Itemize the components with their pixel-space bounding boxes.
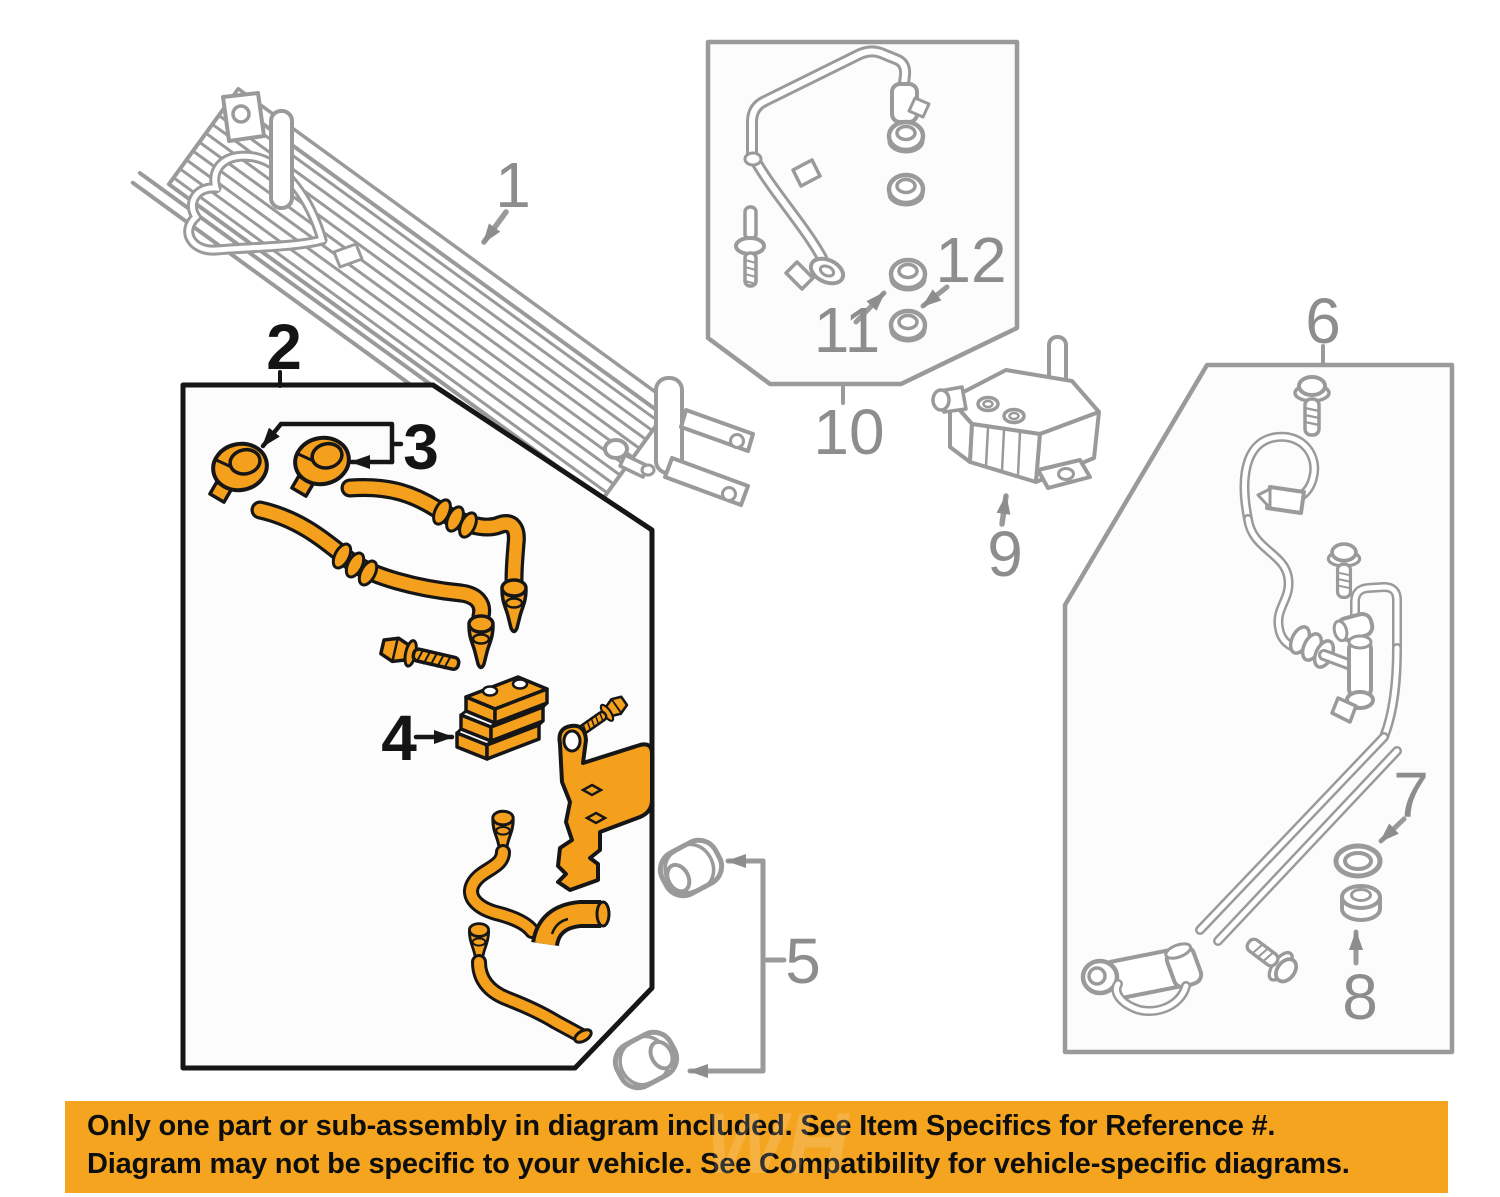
disclaimer-line-2: Diagram may not be specific to your vehi… xyxy=(87,1148,1350,1180)
tube-kit-box: 10 11 12 xyxy=(705,39,1020,468)
tube-flange xyxy=(808,256,846,286)
part-label-9: 9 xyxy=(987,518,1023,590)
stud-bolt-drawing xyxy=(743,205,758,241)
part-label-2: 2 xyxy=(266,311,302,383)
callout-arrow-1 xyxy=(481,209,509,245)
hose-kit-box-outline xyxy=(180,382,655,1071)
callout-arrow-12 xyxy=(920,284,950,309)
oil-cooler-drawing: 1 xyxy=(130,86,755,507)
part-label-6: 6 xyxy=(1305,285,1341,357)
seal-stack-drawing xyxy=(455,675,549,761)
disclaimer-line-1: Only one part or sub-assembly in diagram… xyxy=(87,1110,1276,1142)
callout-arrow-9 xyxy=(996,493,1011,527)
tube-assembly-box: 6 xyxy=(1062,285,1455,1055)
bushing-callout-group: 5 xyxy=(609,834,821,1095)
part-label-8: 8 xyxy=(1342,961,1378,1033)
tube-bracket xyxy=(791,158,822,188)
part-label-4: 4 xyxy=(381,702,417,774)
callout-arrow-11 xyxy=(853,290,887,325)
part-label-7: 7 xyxy=(1393,759,1429,831)
grommet-drawing xyxy=(1340,884,1382,922)
part-label-3: 3 xyxy=(403,411,439,483)
part-label-10: 10 xyxy=(813,396,884,468)
cooler-pin xyxy=(269,109,294,210)
mounting-bracket-drawing xyxy=(556,723,654,892)
callout-arrow-3a xyxy=(260,421,284,449)
part-label-12: 12 xyxy=(935,224,1006,296)
hose-kit-box: 2 3 xyxy=(180,311,655,1071)
part-label-1: 1 xyxy=(495,149,531,221)
callout-bracket-3 xyxy=(278,421,404,465)
tube-assembly-box-outline xyxy=(1062,362,1455,1055)
part-label-5: 5 xyxy=(785,925,821,997)
part-label-11: 11 xyxy=(814,294,880,366)
callout-arrow-7 xyxy=(1378,816,1407,844)
bypass-valve-drawing: 9 xyxy=(931,335,1101,590)
disclaimer-banner: WH Only one part or sub-assembly in diag… xyxy=(65,1101,1448,1193)
